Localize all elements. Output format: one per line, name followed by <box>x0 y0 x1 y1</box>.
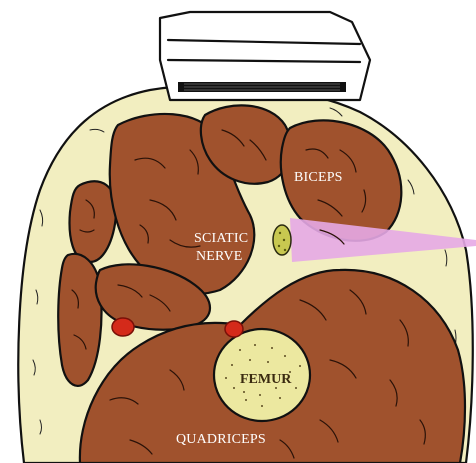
label-nerve: NERVE <box>196 249 243 264</box>
muscle-adductor-left <box>58 254 101 386</box>
vessel-left <box>112 318 134 336</box>
ultrasound-probe-icon <box>160 12 370 100</box>
label-biceps: BICEPS <box>294 170 343 185</box>
label-quadriceps: QUADRICEPS <box>176 432 266 447</box>
vessel-right <box>225 321 243 337</box>
label-femur: FEMUR <box>240 372 292 387</box>
sciatic-nerve <box>273 225 291 255</box>
label-sciatic: SCIATIC <box>194 231 248 246</box>
